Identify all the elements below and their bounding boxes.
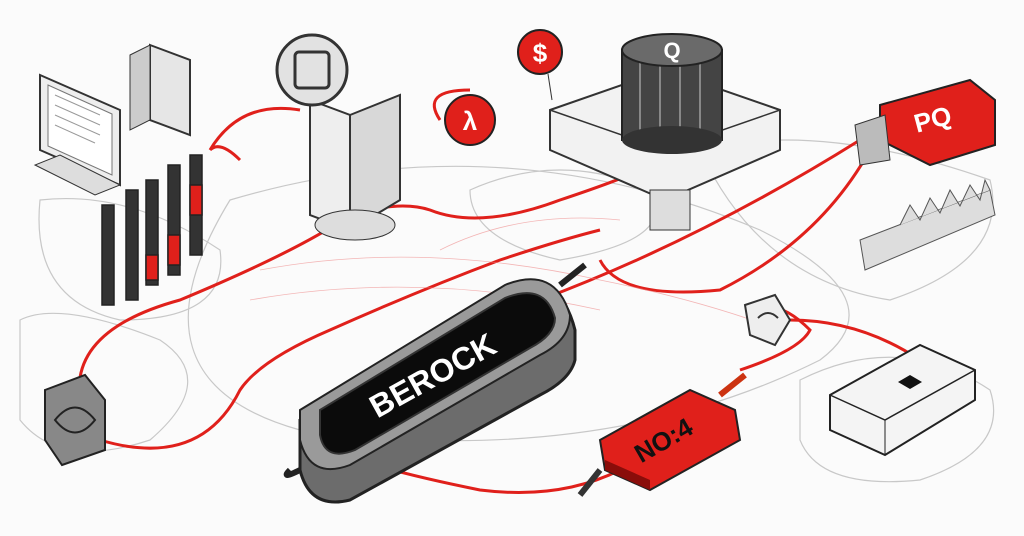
main-adapter: BEROCK [283, 262, 587, 504]
desktop-computer [33, 43, 191, 196]
red-connector: PQ [854, 78, 996, 167]
cable [598, 149, 872, 294]
server-tower [275, 33, 401, 241]
cable [208, 106, 301, 162]
signal-bars [101, 154, 203, 306]
junction-box [44, 373, 106, 467]
badge-symbol: λ [463, 106, 478, 136]
dollar-coin: $ [517, 29, 563, 101]
red-adapter: NO:4 [577, 372, 747, 497]
cable [432, 88, 471, 121]
white-module [829, 343, 976, 457]
hub-symbol: Q [663, 38, 680, 63]
cable [99, 228, 601, 450]
red-badge: λ [444, 94, 496, 146]
dollar-symbol: $ [533, 38, 548, 68]
lock-icon [743, 293, 792, 347]
hub-device: Q [549, 33, 781, 231]
comb-connector [859, 178, 996, 271]
cable [539, 138, 861, 302]
cable [789, 318, 921, 362]
